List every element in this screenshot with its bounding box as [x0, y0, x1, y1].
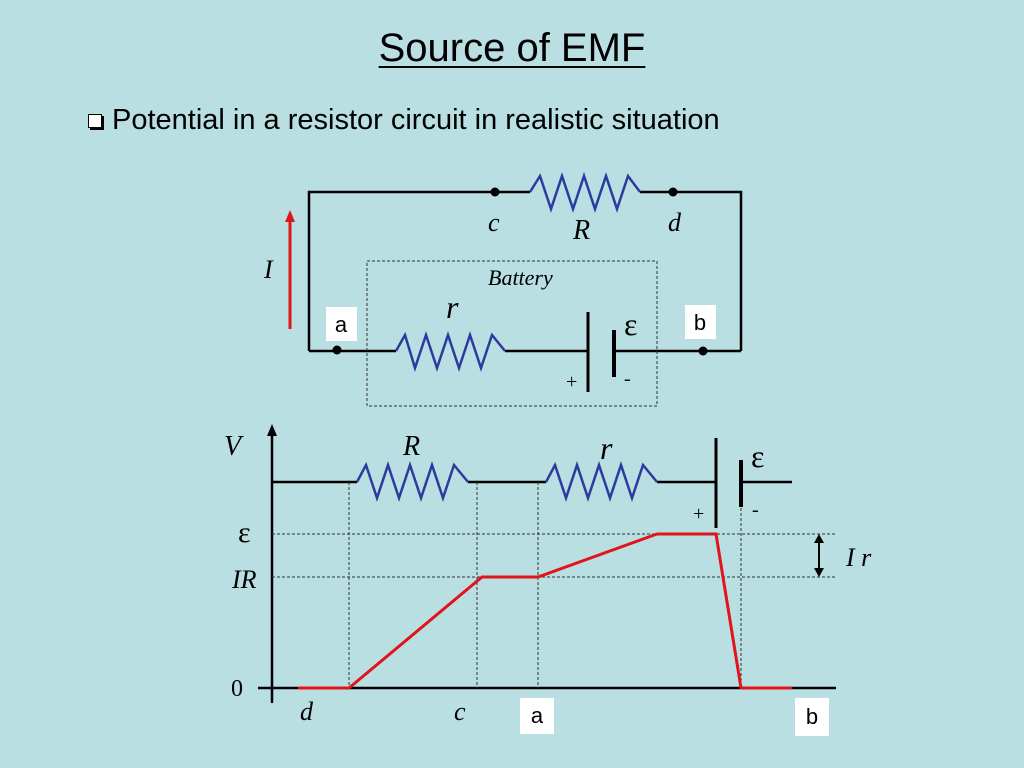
plot-battery-minus-label: - [752, 499, 759, 521]
y-axis-label: V [224, 431, 244, 462]
x-b-box: b [795, 698, 829, 736]
plot-resistor-R-label: R [402, 431, 420, 462]
bullet-text: Potential in a resistor circuit in reali… [112, 104, 720, 136]
slide-title-text: Source of EMF [378, 26, 646, 70]
node-b-dot [698, 346, 708, 356]
resistor-R-zigzag [528, 172, 641, 213]
ir-drop-label: I r [845, 543, 872, 572]
y-tick-emf-label: ε [238, 516, 251, 549]
emf-label: ε [624, 306, 637, 342]
battery-label: Battery [488, 265, 553, 290]
plot-resistor-r-zigzag [544, 461, 658, 502]
node-c-label: c [488, 208, 500, 237]
x-c-label: c [454, 697, 466, 726]
slide-title: Source of EMF [0, 26, 1024, 71]
x-a-box-label: a [531, 703, 544, 728]
x-b-box-label: b [806, 704, 818, 729]
battery-minus-label: - [624, 368, 631, 390]
node-a-box-label: a [335, 312, 348, 337]
battery-box [366, 260, 658, 407]
y-axis-arrow-icon [267, 424, 277, 436]
ir-drop-arrow-up-icon [814, 534, 824, 543]
current-arrow-head-icon [285, 210, 295, 222]
node-d-dot [668, 187, 678, 197]
node-a-dot [332, 345, 342, 355]
plot-battery-plus-label: + [693, 503, 704, 525]
plot-emf-label: ε [751, 438, 764, 474]
x-a-box: a [520, 698, 554, 734]
top-wire-left [307, 190, 530, 351]
checkbox-bullet-icon [88, 113, 102, 128]
resistor-R-label: R [572, 215, 590, 246]
current-label: I [263, 255, 274, 284]
x-d-label: d [300, 697, 314, 726]
internal-r-label: r [446, 289, 459, 325]
node-c-dot [490, 187, 500, 197]
node-d-label: d [668, 208, 682, 237]
y-tick-zero-label: 0 [231, 676, 243, 702]
potential-curve [298, 532, 792, 690]
plot-internal-r-label: r [600, 430, 613, 466]
resistor-r-zigzag [394, 331, 506, 373]
ir-drop-arrow-down-icon [814, 568, 824, 577]
y-tick-IR-label: IR [231, 565, 257, 594]
node-b-box: b [685, 305, 716, 339]
bullet-item: Potential in a resistor circuit in reali… [88, 104, 720, 137]
node-a-box: a [326, 307, 357, 341]
node-b-box-label: b [694, 310, 706, 335]
battery-plus-label: + [566, 371, 577, 393]
plot-guides [272, 482, 836, 688]
plot-resistor-R-zigzag [355, 461, 469, 502]
